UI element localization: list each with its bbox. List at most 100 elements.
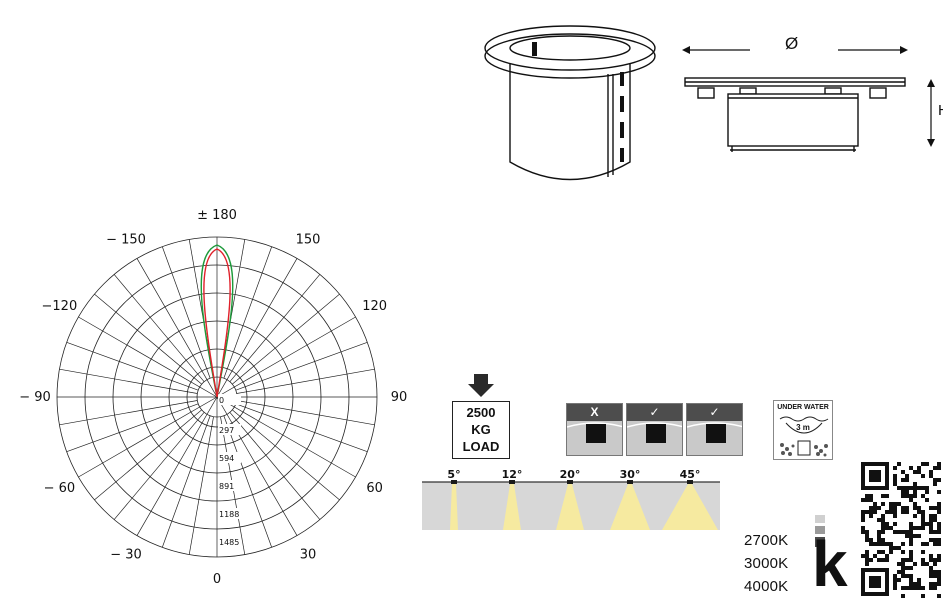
- qr-module: [933, 478, 937, 482]
- allowed-check-icon: ✓: [627, 404, 682, 421]
- qr-module: [877, 530, 881, 534]
- qr-module: [901, 562, 905, 566]
- qr-module: [937, 490, 941, 494]
- qr-module: [929, 558, 933, 562]
- qr-module: [869, 506, 873, 510]
- qr-module: [933, 562, 937, 566]
- polar-angle-label: 60: [366, 481, 383, 496]
- qr-module: [897, 546, 901, 550]
- radial-label-bg: [218, 452, 241, 463]
- qr-module: [929, 582, 933, 586]
- qr-module: [913, 586, 917, 590]
- distribution-curve-green: [200, 244, 234, 398]
- qr-module: [869, 494, 873, 498]
- qr-module: [901, 586, 905, 590]
- qr-module: [921, 462, 925, 466]
- qr-module: [861, 554, 865, 558]
- qr-module: [865, 494, 869, 498]
- polar-spoke: [66, 341, 199, 391]
- qr-module: [889, 502, 893, 506]
- qr-module: [901, 470, 905, 474]
- qr-module: [873, 554, 877, 558]
- qr-module: [885, 526, 889, 530]
- radial-label-bg: [218, 508, 241, 519]
- polar-spoke: [236, 400, 375, 426]
- qr-module: [893, 530, 897, 534]
- qr-module: [877, 538, 881, 542]
- water-depth-icon: [779, 416, 829, 457]
- polar-spoke: [161, 246, 211, 379]
- qr-module: [861, 514, 865, 518]
- beam-fixture-icon: [509, 480, 515, 484]
- radial-label-bg: [218, 424, 241, 435]
- color-temp-3000k: 3000K: [744, 555, 789, 572]
- qr-module: [913, 486, 917, 490]
- qr-module: [933, 514, 937, 518]
- qr-module: [913, 506, 917, 510]
- qr-module: [937, 510, 941, 514]
- qr-module: [909, 498, 913, 502]
- qr-module: [929, 574, 933, 578]
- qr-module: [921, 510, 925, 514]
- fixture-recess-icon: [586, 424, 606, 443]
- installation-tile-2: ✓: [626, 403, 683, 456]
- polar-spoke: [236, 368, 375, 394]
- qr-module: [913, 526, 917, 530]
- installation-tile-3: ✓: [686, 403, 743, 456]
- qr-module: [897, 570, 901, 574]
- qr-module: [881, 494, 885, 498]
- qr-module: [937, 542, 941, 546]
- beam-fixture-icon: [451, 480, 457, 484]
- qr-module: [905, 566, 909, 570]
- qr-module: [917, 582, 921, 586]
- qr-module: [897, 530, 901, 534]
- kelvin-scale-icon: [815, 515, 825, 547]
- qr-module: [901, 574, 905, 578]
- polar-angle-label: − 90: [19, 390, 51, 405]
- qr-module: [925, 462, 929, 466]
- qr-module: [929, 566, 933, 570]
- qr-module: [889, 506, 893, 510]
- qr-module: [877, 550, 881, 554]
- qr-module: [881, 502, 885, 506]
- qr-module: [921, 518, 925, 522]
- beam-fixture-icon: [567, 480, 573, 484]
- qr-module: [921, 542, 925, 546]
- qr-module: [937, 578, 941, 582]
- qr-module: [889, 546, 893, 550]
- qr-module: [913, 482, 917, 486]
- qr-module: [893, 574, 897, 578]
- qr-module: [913, 470, 917, 474]
- beam-cone: [450, 484, 458, 530]
- qr-module: [909, 538, 913, 542]
- qr-module: [917, 510, 921, 514]
- fixture-recess-icon: [646, 424, 666, 443]
- installation-tile-1: X: [566, 403, 623, 456]
- polar-radial-label: 1485: [219, 538, 239, 547]
- qr-module: [929, 538, 933, 542]
- qr-module: [869, 558, 873, 562]
- qr-module: [917, 486, 921, 490]
- qr-module: [865, 550, 869, 554]
- qr-module: [909, 558, 913, 562]
- polar-radial-label: 594: [219, 454, 234, 463]
- qr-module: [917, 470, 921, 474]
- underwater-badge: UNDER WATER 3 m: [773, 400, 833, 460]
- qr-module: [933, 542, 937, 546]
- qr-module: [937, 582, 941, 586]
- qr-code: [861, 462, 941, 598]
- qr-module: [933, 586, 937, 590]
- qr-module: [937, 502, 941, 506]
- polar-spoke: [232, 409, 340, 501]
- not-allowed-icon: X: [567, 404, 622, 421]
- polar-spoke: [235, 403, 368, 453]
- beam-angle-label: 30°: [620, 468, 641, 481]
- beam-cone: [662, 484, 718, 530]
- polar-spoke: [223, 415, 273, 548]
- qr-module: [889, 550, 893, 554]
- qr-module: [909, 586, 913, 590]
- qr-module: [937, 558, 941, 562]
- qr-module: [905, 494, 909, 498]
- qr-module: [933, 518, 937, 522]
- polar-spoke: [113, 274, 205, 382]
